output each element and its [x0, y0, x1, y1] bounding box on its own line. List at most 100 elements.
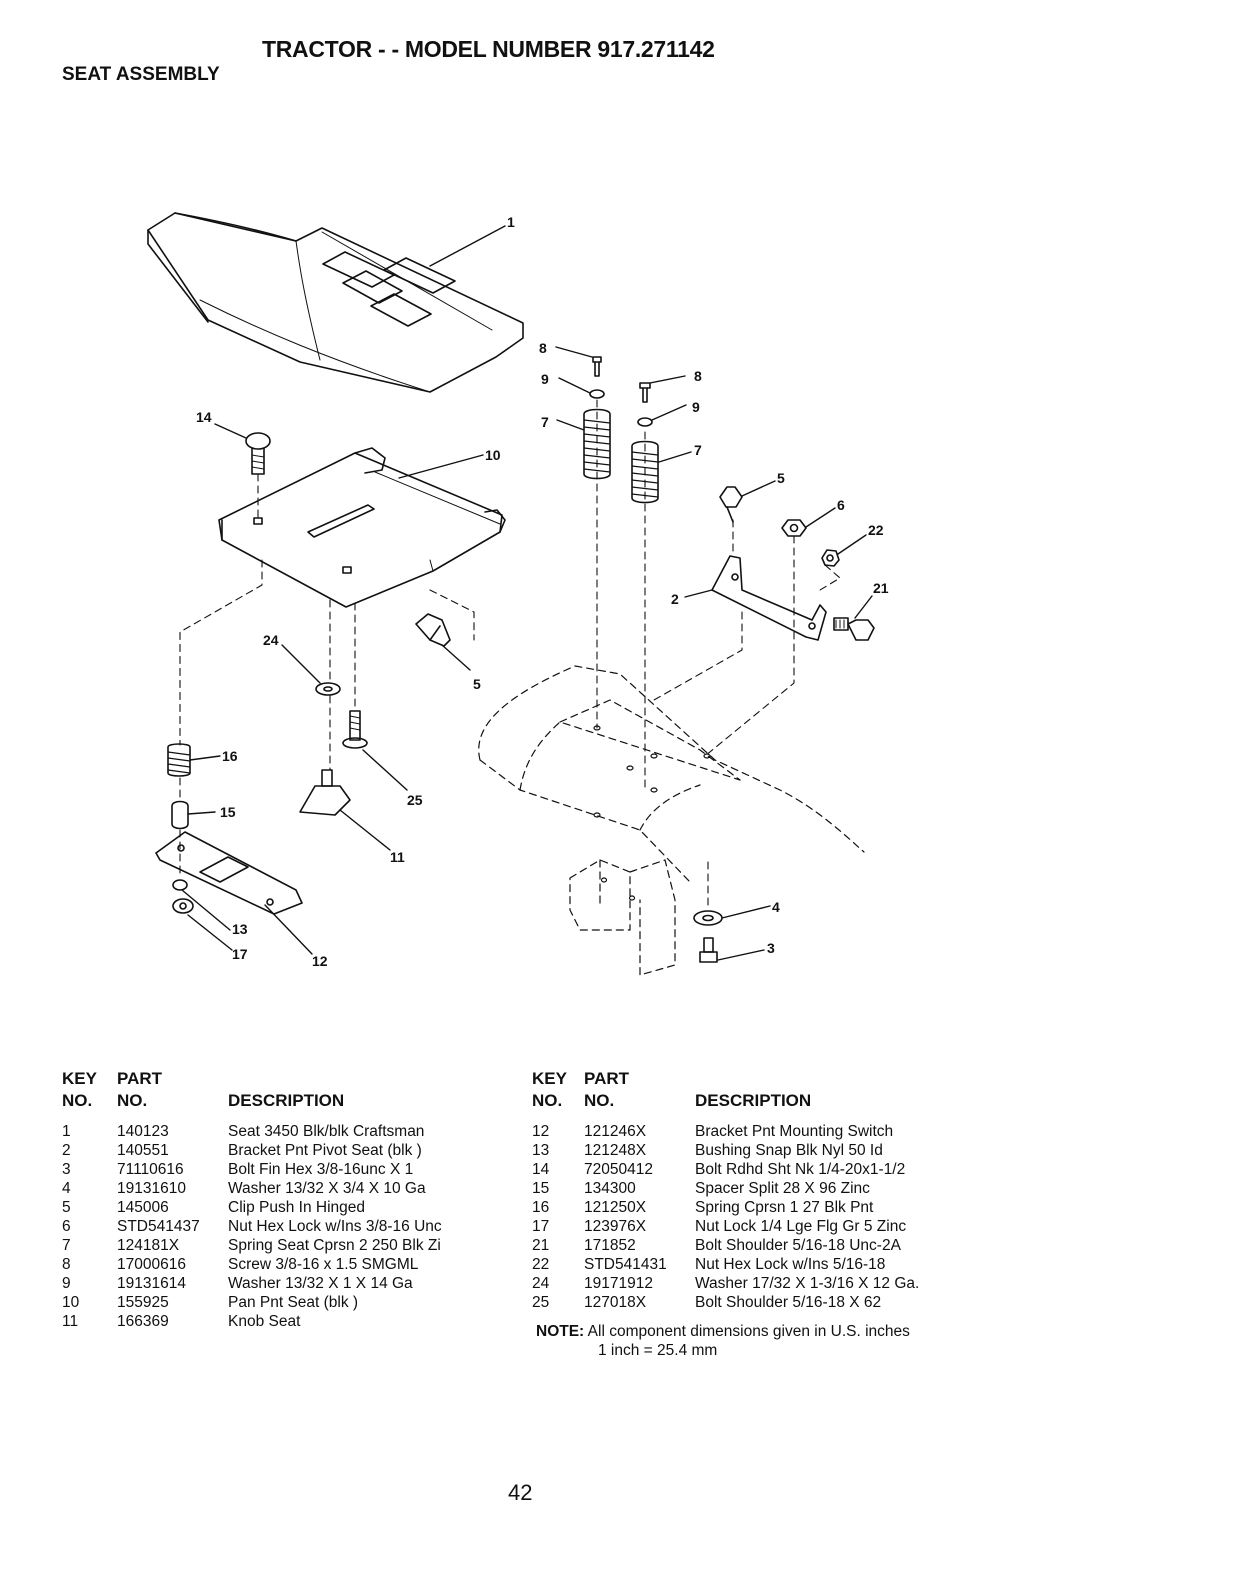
seat-assembly-diagram: 1 8 9 7 8 9 7 5 6 22 21 2 10 14 24 5 25 …	[147, 212, 889, 976]
seat-knob-part	[299, 769, 351, 816]
note-conversion: 1 inch = 25.4 mm	[598, 1342, 718, 1359]
part-description: Bracket Pnt Pivot Seat (blk )	[228, 1142, 422, 1159]
part-no: 17000616	[117, 1256, 186, 1273]
key-no: 5	[62, 1199, 71, 1216]
part-no-header: NO.	[117, 1091, 148, 1110]
key-header: KEY	[532, 1069, 567, 1088]
part-description: Screw 3/8-16 x 1.5 SMGML	[228, 1256, 419, 1273]
hex-nut-part	[781, 519, 807, 537]
table-header-row: KEY PART	[62, 1068, 442, 1090]
key-no: 9	[62, 1275, 71, 1292]
page-number: 42	[508, 1480, 533, 1505]
table-row: 4 19131610 Washer 13/32 X 3/4 X 10 Ga	[62, 1179, 442, 1198]
table-row: 12 121246X Bracket Pnt Mounting Switch	[532, 1122, 919, 1141]
part-description: Washer 13/32 X 1 X 14 Ga	[228, 1275, 413, 1292]
table-row: 9 19131614 Washer 13/32 X 1 X 14 Ga	[62, 1274, 442, 1293]
note-label: NOTE:	[536, 1323, 585, 1340]
part-description: Bolt Shoulder 5/16-18 X 62	[695, 1294, 882, 1311]
callout-9-right: 9	[692, 399, 700, 415]
section-title: SEAT ASSEMBLY	[62, 64, 220, 85]
callout-8-left: 8	[539, 340, 547, 356]
part-no-header: NO.	[584, 1091, 615, 1110]
part-no: 166369	[117, 1313, 169, 1330]
part-no: 171852	[584, 1237, 636, 1254]
callout-5-right: 5	[777, 470, 785, 486]
part-description: Bracket Pnt Mounting Switch	[695, 1123, 894, 1140]
part-description: Bushing Snap Blk Nyl 50 Id	[695, 1142, 883, 1159]
callout-7-left: 7	[541, 414, 549, 430]
callout-3: 3	[767, 940, 775, 956]
callout-14: 14	[196, 409, 212, 425]
part-no: 19131610	[117, 1180, 186, 1197]
callout-22: 22	[868, 522, 884, 538]
washer-part	[315, 682, 341, 696]
key-no: 4	[62, 1180, 71, 1197]
key-no: 3	[62, 1161, 71, 1178]
part-no: 134300	[584, 1180, 636, 1197]
switch-bracket-part	[155, 831, 303, 915]
part-header: PART	[117, 1069, 163, 1088]
part-no: 127018X	[584, 1294, 647, 1311]
part-description: Bolt Fin Hex 3/8-16unc X 1	[228, 1161, 414, 1178]
part-no: 121250X	[584, 1199, 647, 1216]
key-no: 25	[532, 1294, 550, 1311]
part-description: Seat 3450 Blk/blk Craftsman	[228, 1123, 425, 1140]
part-no: 71110616	[117, 1161, 184, 1178]
key-no: 10	[62, 1294, 80, 1311]
part-no: 72050412	[584, 1161, 653, 1178]
part-no: 121248X	[584, 1142, 647, 1159]
callout-17: 17	[232, 946, 248, 962]
callout-9-left: 9	[541, 371, 549, 387]
key-no: 12	[532, 1123, 550, 1140]
pivot-bracket-part	[711, 555, 827, 641]
key-no: 24	[532, 1275, 550, 1292]
shoulder-bolt-part	[833, 617, 875, 641]
key-no: 1	[62, 1123, 71, 1140]
table-row: 25 127018X Bolt Shoulder 5/16-18 X 62	[532, 1293, 919, 1312]
callout-leaders	[181, 225, 873, 961]
part-no: 145006	[117, 1199, 169, 1216]
note-text: All component dimensions given in U.S. i…	[587, 1323, 910, 1340]
callout-16: 16	[222, 748, 238, 764]
callout-24: 24	[263, 632, 279, 648]
tractor-frame-outline	[478, 665, 865, 976]
seat-pan-part	[218, 447, 506, 608]
part-description: Nut Lock 1/4 Lge Flg Gr 5 Zinc	[695, 1218, 907, 1235]
part-no: 19131614	[117, 1275, 186, 1292]
table-header-row: KEY PART	[532, 1068, 919, 1090]
callout-4: 4	[772, 899, 780, 915]
callout-15: 15	[220, 804, 236, 820]
key-no-header: NO.	[532, 1091, 563, 1110]
part-description: Washer 13/32 X 3/4 X 10 Ga	[228, 1180, 426, 1197]
part-no: 121246X	[584, 1123, 647, 1140]
frame-holes	[593, 725, 711, 901]
key-no: 15	[532, 1180, 550, 1197]
seat-part	[147, 212, 524, 393]
parts-table-right: KEY PART NO. NO. DESCRIPTION 12 121246X Br…	[532, 1068, 919, 1312]
part-no: 124181X	[117, 1237, 180, 1254]
table-row: 3 71110616 Bolt Fin Hex 3/8-16unc X 1	[62, 1160, 442, 1179]
spring-part	[167, 743, 191, 777]
dimension-note: NOTE: All component dimensions given in …	[536, 1322, 910, 1360]
key-header: KEY	[62, 1069, 97, 1088]
callout-10: 10	[485, 447, 501, 463]
callout-1: 1	[507, 214, 515, 230]
part-description: Spring Cprsn 1 27 Blk Pnt	[695, 1199, 874, 1216]
shoulder-bolt-seat-part	[342, 710, 368, 749]
part-description: Clip Push In Hinged	[228, 1199, 365, 1216]
part-no: 155925	[117, 1294, 169, 1311]
callout-6: 6	[837, 497, 845, 513]
part-no: 123976X	[584, 1218, 647, 1235]
key-no: 11	[62, 1313, 79, 1330]
callout-21: 21	[873, 580, 889, 596]
table-header-row: NO. NO. DESCRIPTION	[532, 1090, 919, 1122]
